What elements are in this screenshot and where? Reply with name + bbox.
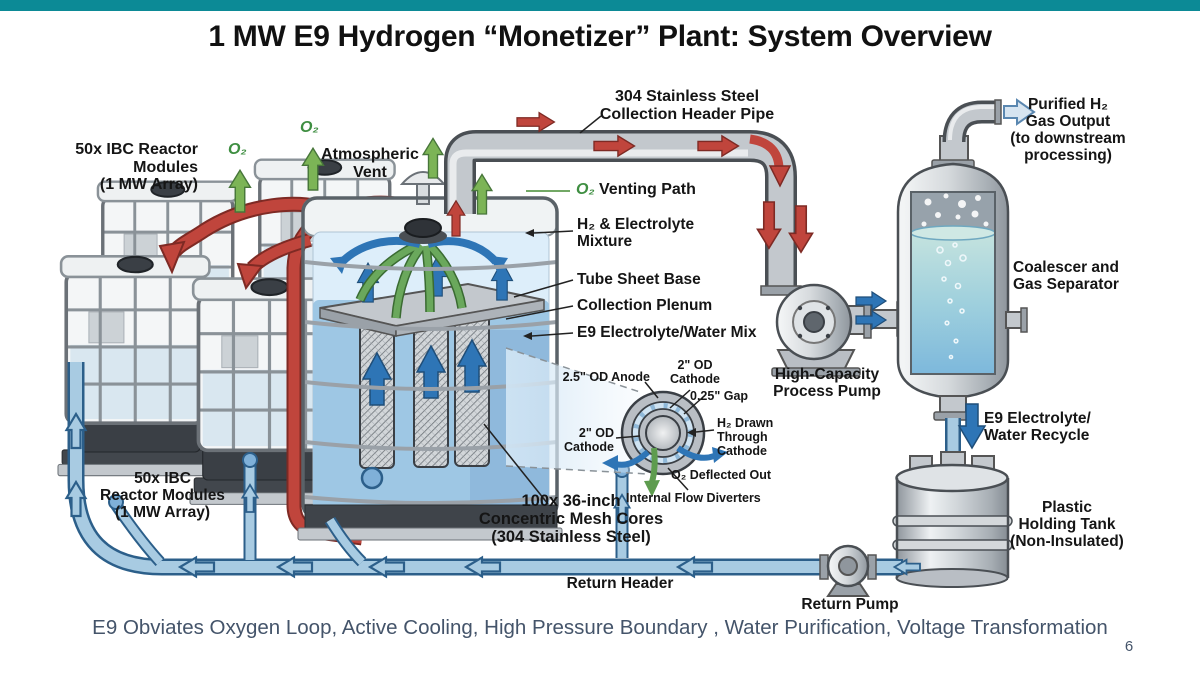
label-o2-left: O₂ [228, 141, 247, 158]
label-h2-drawn: H₂ Drawn Through Cathode [717, 416, 774, 458]
label-o2-venting-prefix: O₂ [576, 181, 595, 198]
page-number: 6 [1124, 638, 1134, 655]
label-recycle: E9 Electrolyte/ Water Recycle [984, 410, 1091, 445]
label-o2-venting-rest: Venting Path [599, 181, 696, 198]
page-title: 1 MW E9 Hydrogen “Monetizer” Plant: Syst… [208, 20, 992, 53]
separator-vessel [896, 99, 1035, 421]
label-reactor-modules-bottom: 50x IBC Reactor Modules (1 MW Array) [100, 470, 225, 522]
label-process-pump: High-Capacity Process Pump [773, 366, 881, 401]
label-return-header: Return Header [566, 575, 674, 592]
label-o2-venting-path: O₂ Venting Path [576, 181, 696, 199]
label-purified-h2: Purified H₂ Gas Output (to downstream pr… [1010, 96, 1126, 165]
label-e9-mix: E9 Electrolyte/Water Mix [577, 324, 757, 341]
holding-tank-drum [892, 451, 1013, 588]
slide-caption: E9 Obviates Oxygen Loop, Active Cooling,… [92, 616, 1108, 639]
label-collection-header: 304 Stainless Steel Collection Header Pi… [599, 88, 775, 123]
label-flow-diverters: Internal Flow Diverters [626, 491, 761, 505]
return-header-pipe [65, 362, 898, 578]
label-cathode-left: 2" OD Cathode [564, 426, 614, 454]
label-o2-mid: O₂ [300, 119, 319, 136]
process-pump [771, 283, 905, 377]
label-reactor-modules-top: 50x IBC Reactor Modules (1 MW Array) [75, 141, 198, 194]
label-coalescer: Coalescer and Gas Separator [1013, 259, 1119, 294]
leader-lines [483, 115, 715, 505]
label-tube-sheet: Tube Sheet Base [577, 271, 701, 288]
label-holding-tank: Plastic Holding Tank (Non-Insulated) [1010, 499, 1124, 551]
label-anode: 2.5" OD Anode [562, 370, 650, 384]
leader-arrowheads [523, 229, 696, 437]
label-gap: 0.25" Gap [690, 389, 749, 403]
return-pump [819, 544, 921, 597]
collection-header-pipe [444, 112, 814, 296]
label-collection-plenum: Collection Plenum [577, 297, 713, 314]
label-atmospheric-vent: Atmospheric Vent [321, 146, 419, 181]
label-h2-mixture: H₂ & Electrolyte Mixture [577, 216, 695, 251]
accent-bar [0, 0, 1200, 11]
label-mesh-cores: 100x 36-inch Concentric Mesh Cores (304 … [478, 492, 664, 547]
label-o2-deflected: O₂ Deflected Out [671, 468, 772, 482]
label-return-pump: Return Pump [801, 596, 899, 613]
label-cathode-top: 2" OD Cathode [670, 358, 720, 386]
